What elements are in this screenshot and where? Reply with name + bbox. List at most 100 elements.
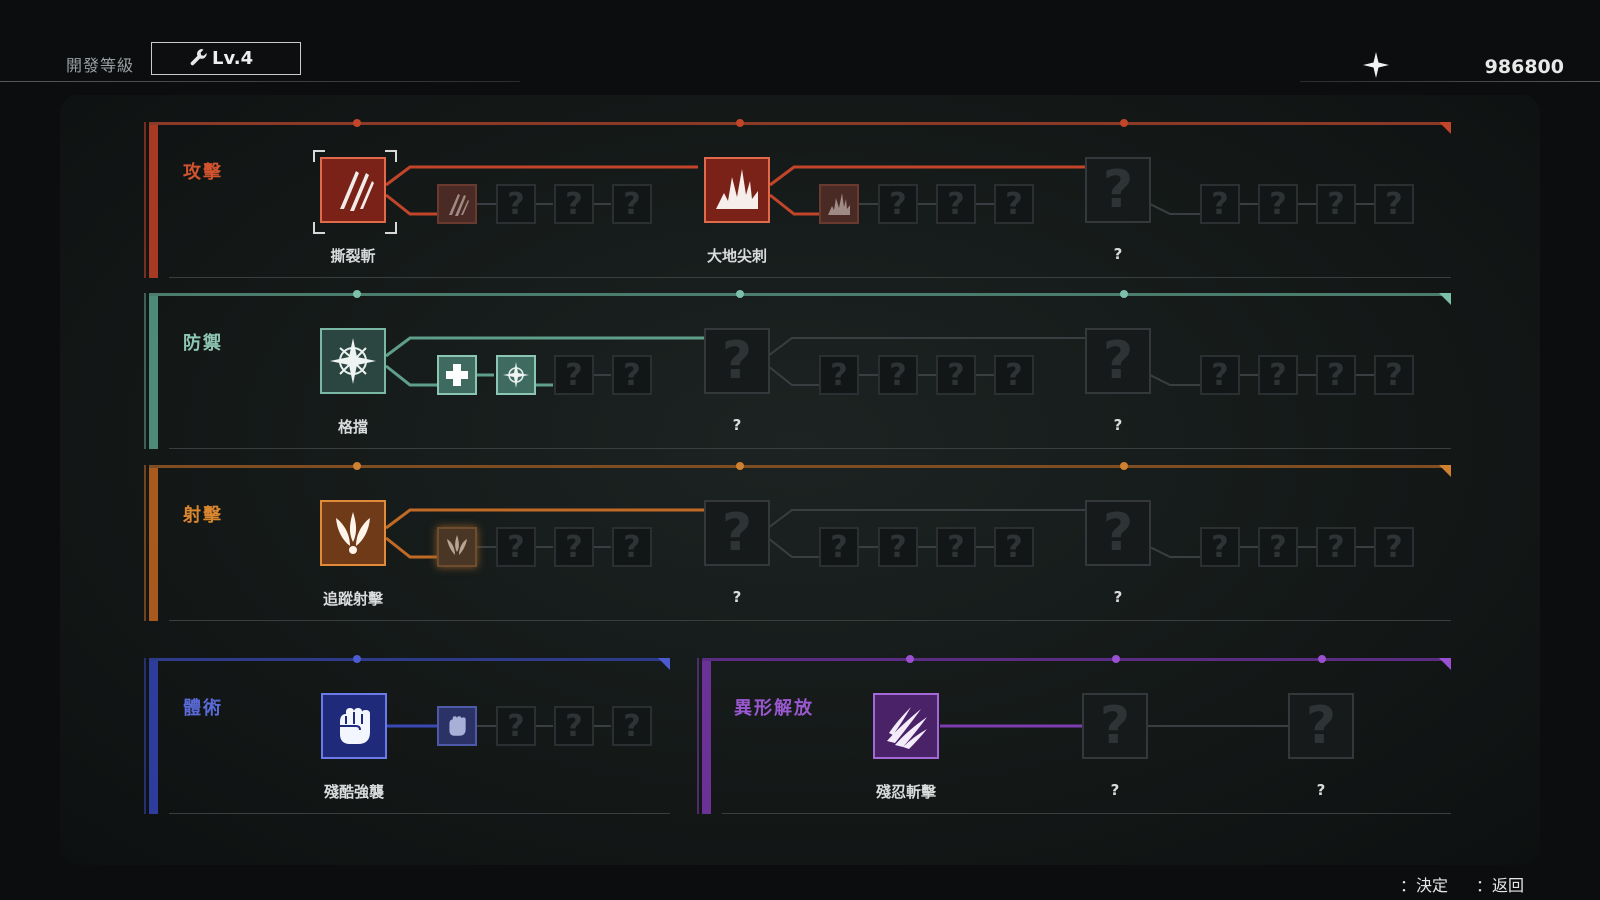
locked-skill-node[interactable]: ? [1200,184,1240,224]
skill-name-unknown: ? [1113,588,1123,606]
locked-skill-node[interactable]: ? [612,706,652,746]
locked-skill-node-major[interactable]: ? [1085,157,1151,223]
alien-release-panel: 異形解放 [697,655,1451,814]
locked-skill-node[interactable]: ? [1200,527,1240,567]
locked-skill-node[interactable]: ? [819,527,859,567]
alien-category-label: 異形解放 [734,698,814,719]
locked-skill-node[interactable]: ? [1258,184,1298,224]
locked-skill-node[interactable]: ? [554,184,594,224]
melee-panel: 體術 [144,655,670,814]
locked-skill-node[interactable]: ? [554,527,594,567]
skill-name-unknown: ? [1316,781,1326,799]
locked-skill-node[interactable]: ? [1374,527,1414,567]
locked-skill-node[interactable]: ? [878,527,918,567]
locked-skill-node[interactable]: ? [1200,355,1240,395]
question-mark-icon: ? [565,529,583,565]
dev-level-value: Lv.4 [212,48,254,69]
skill-node-homing-shot[interactable] [320,500,386,566]
skill-upgrade-node[interactable] [819,184,859,224]
locked-skill-node[interactable]: ? [1316,355,1356,395]
question-mark-icon: ? [947,529,965,565]
skill-points-value: 986800 [1484,56,1564,78]
question-mark-icon: ? [1327,357,1345,393]
locked-skill-node-major[interactable]: ? [1082,693,1148,759]
parry-compass-icon [503,362,529,388]
skill-node-rending-slash[interactable] [320,157,386,223]
locked-skill-node[interactable]: ? [936,527,976,567]
locked-skill-node[interactable]: ? [1316,184,1356,224]
skill-node-ground-spike[interactable] [704,157,770,223]
shooting-color-bar [149,465,158,621]
locked-skill-node[interactable]: ? [612,355,652,395]
locked-skill-node[interactable]: ? [496,184,536,224]
shooting-category-label: 射擊 [183,505,223,526]
back-hint[interactable]: ：返回 [1476,876,1525,895]
skill-upgrade-node[interactable] [437,184,477,224]
defense-category-label: 防禦 [183,333,223,354]
skill-upgrade-node[interactable] [496,355,536,395]
parry-compass-icon [330,338,376,384]
skill-name-unknown: ? [1113,416,1123,434]
melee-color-bar [149,658,158,814]
question-mark-icon: ? [1102,331,1134,391]
locked-skill-node-major[interactable]: ? [1288,693,1354,759]
selection-bracket-tl [313,150,325,162]
locked-skill-node[interactable]: ? [612,527,652,567]
question-mark-icon: ? [830,529,848,565]
question-mark-icon: ? [565,708,583,744]
question-mark-icon: ? [1211,357,1229,393]
locked-skill-node-major[interactable]: ? [1085,328,1151,394]
ground-spike-icon [716,169,758,209]
dev-level-label: 開發等級 [66,56,135,75]
homing-shot-icon [336,512,370,554]
question-mark-icon: ? [507,708,525,744]
skill-node-cruel-slash[interactable] [873,693,939,759]
locked-skill-node[interactable]: ? [1316,527,1356,567]
attack-panel: 攻擊 [144,119,1451,278]
skill-node-brutal-assault[interactable] [321,693,387,759]
locked-skill-node[interactable]: ? [1258,355,1298,395]
skill-name-unknown: ? [1110,781,1120,799]
question-mark-icon: ? [1385,186,1403,222]
locked-skill-node[interactable]: ? [1258,527,1298,567]
question-mark-icon: ? [565,186,583,222]
defense-color-bar [149,293,158,449]
locked-skill-node[interactable]: ? [878,184,918,224]
locked-skill-node-major[interactable]: ? [704,500,770,566]
skill-node-parry[interactable] [320,328,386,394]
locked-skill-node[interactable]: ? [994,527,1034,567]
locked-skill-node[interactable]: ? [936,355,976,395]
confirm-hint[interactable]: ：決定 [1400,876,1449,895]
skill-name-homing-shot: 追蹤射擊 [322,590,383,608]
selection-bracket-bl [313,222,325,234]
question-mark-icon: ? [507,529,525,565]
locked-skill-node-major[interactable]: ? [704,328,770,394]
header-divider-left [0,81,520,82]
locked-skill-node[interactable]: ? [554,355,594,395]
locked-skill-node-major[interactable]: ? [1085,500,1151,566]
selection-bracket-br [385,222,397,234]
locked-skill-node[interactable]: ? [819,355,859,395]
locked-skill-node[interactable]: ? [994,184,1034,224]
skill-upgrade-node[interactable] [437,706,477,746]
wrench-icon [190,48,208,71]
locked-skill-node[interactable]: ? [878,355,918,395]
question-mark-icon: ? [1211,186,1229,222]
question-mark-icon: ? [1385,357,1403,393]
question-mark-icon: ? [623,357,641,393]
locked-skill-node[interactable]: ? [554,706,594,746]
locked-skill-node[interactable]: ? [994,355,1034,395]
locked-skill-node[interactable]: ? [612,184,652,224]
locked-skill-node[interactable]: ? [496,527,536,567]
locked-skill-node[interactable]: ? [496,706,536,746]
alien-claw-icon [887,707,927,749]
skill-upgrade-node[interactable] [437,527,477,567]
skill-upgrade-node-plus[interactable] [437,355,477,395]
locked-skill-node[interactable]: ? [1374,355,1414,395]
locked-skill-node[interactable]: ? [1374,184,1414,224]
question-mark-icon: ? [623,186,641,222]
fist-icon [449,716,466,736]
locked-skill-node[interactable]: ? [936,184,976,224]
question-mark-icon: ? [1385,529,1403,565]
skill-name-brutal-assault: 殘酷強襲 [323,783,384,801]
